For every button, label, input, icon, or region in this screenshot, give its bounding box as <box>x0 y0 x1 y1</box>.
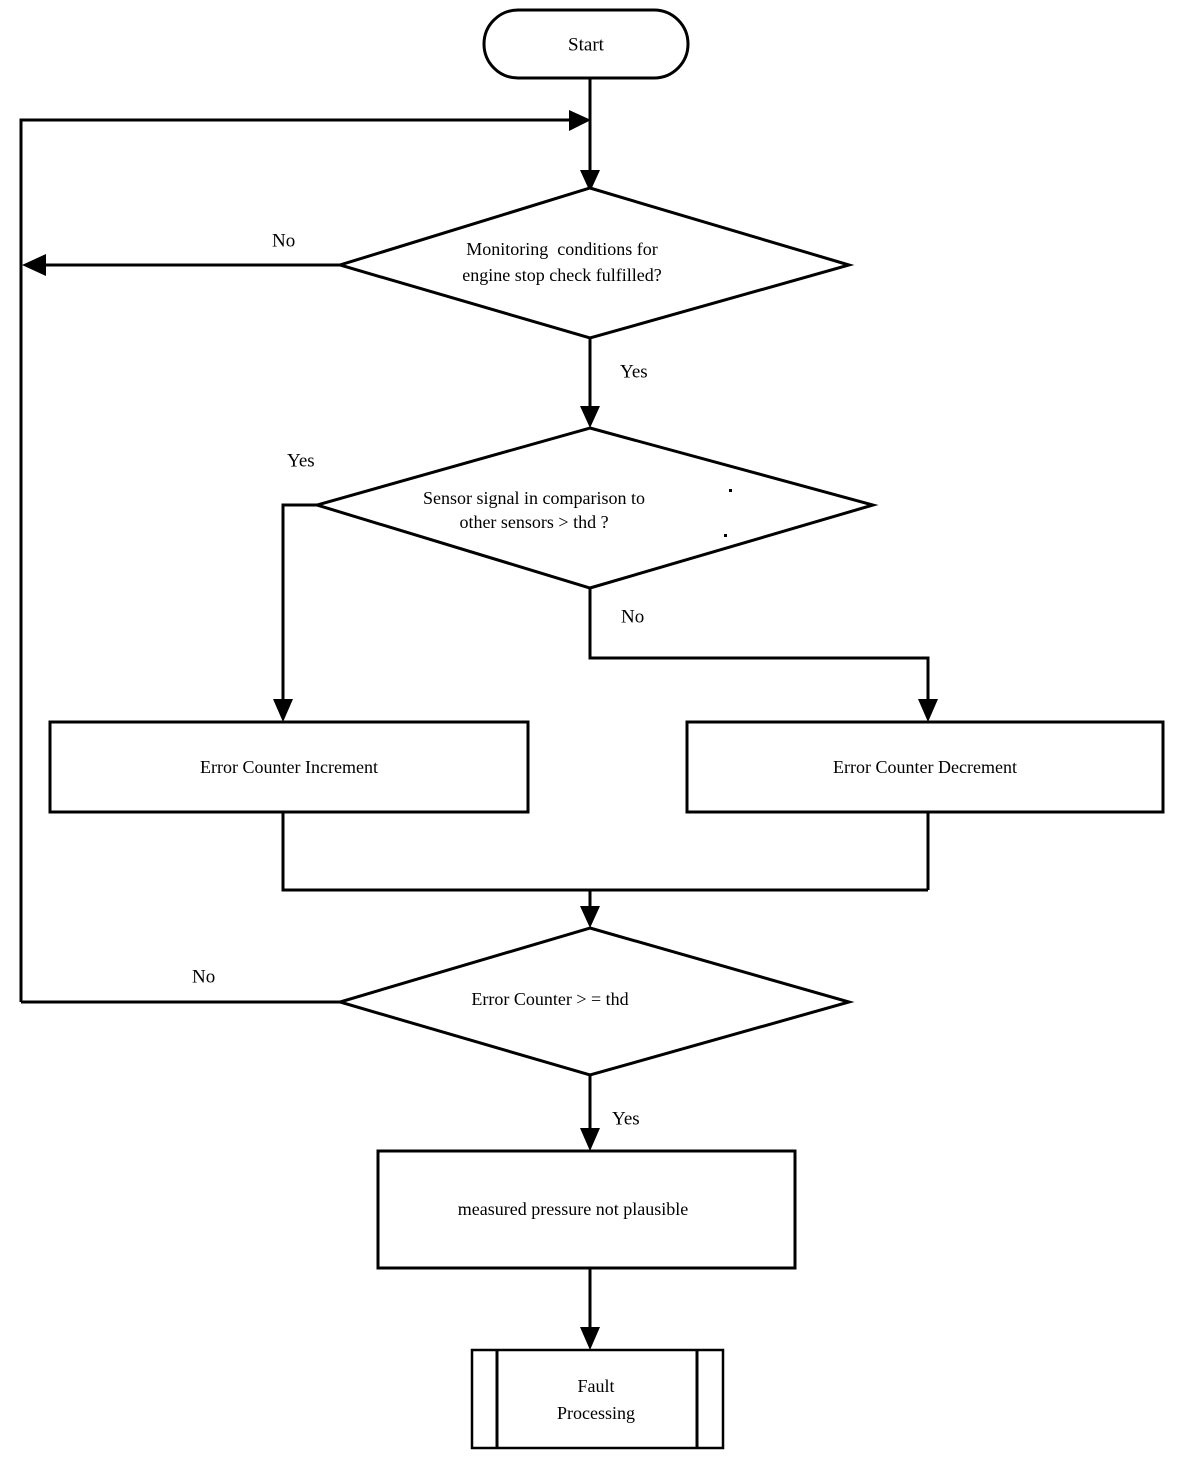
edge-label-counter-yes: Yes <box>612 1108 640 1129</box>
node-start-shape[interactable] <box>482 8 690 80</box>
node-sensor-line2: other sensors > thd ? <box>459 512 608 532</box>
connector-increment-to-merge <box>281 812 928 892</box>
node-start-label: Start <box>568 34 605 55</box>
arrow-head-into-counter-decision <box>580 906 600 928</box>
arrow-head-monitoring-no <box>22 254 46 276</box>
node-sensor-decision-shape[interactable] <box>311 426 879 590</box>
node-increment-label: Error Counter Increment <box>200 757 378 777</box>
node-monitoring-line1: Monitoring conditions for <box>466 239 658 259</box>
edge-label-monitoring-no: No <box>272 230 295 251</box>
edge-label-sensor-yes: Yes <box>287 450 315 471</box>
arrow-head-into-not-plausible <box>580 1128 600 1151</box>
edge-label-sensor-no: No <box>621 606 644 627</box>
node-decrement-shape[interactable] <box>685 720 1165 814</box>
node-fault-processing-line1: Fault <box>577 1376 614 1396</box>
node-counter-decision-shape[interactable] <box>334 926 855 1077</box>
arrow-head-into-fault-processing <box>580 1327 600 1350</box>
scan-speck-lower <box>724 534 727 537</box>
connector-sensor-yes <box>281 503 340 713</box>
node-monitoring-decision-shape[interactable] <box>334 186 855 340</box>
arrow-head-loopback-into-stem <box>569 110 591 131</box>
node-fault-processing-shape[interactable] <box>470 1348 725 1450</box>
node-fault-processing-line2: Processing <box>557 1403 635 1423</box>
node-decrement-label: Error Counter Decrement <box>833 757 1017 777</box>
scan-speck-upper <box>729 489 732 492</box>
node-not-plausible-shape[interactable] <box>376 1149 797 1270</box>
arrow-head-into-monitoring <box>580 170 600 192</box>
node-sensor-line1: Sensor signal in comparison to <box>423 488 645 508</box>
node-counter-label: Error Counter > = thd <box>471 989 628 1009</box>
arrow-head-into-decrement <box>918 699 938 722</box>
arrow-head-into-sensor-decision <box>580 406 600 428</box>
arrow-head-into-increment <box>273 699 293 722</box>
connector-loopback-top-rail <box>19 118 583 1002</box>
node-monitoring-line2: engine stop check fulfilled? <box>462 265 661 285</box>
edge-label-monitoring-yes: Yes <box>620 361 648 382</box>
node-not-plausible-label: measured pressure not plausible <box>458 1199 688 1219</box>
edge-label-counter-no: No <box>192 966 215 987</box>
node-increment-shape[interactable] <box>48 720 530 814</box>
connector-sensor-no <box>588 588 930 713</box>
